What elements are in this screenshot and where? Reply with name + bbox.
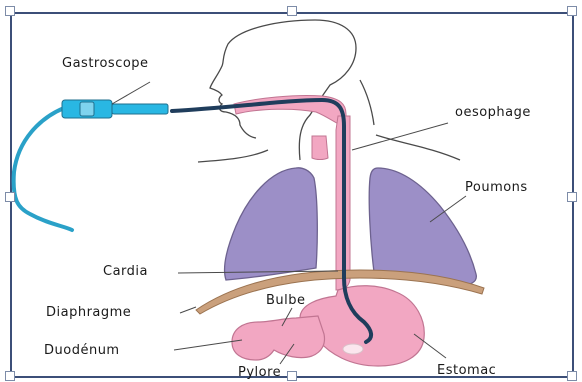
label-bulbe: Bulbe: [266, 294, 306, 307]
resize-handle-top-right[interactable]: [567, 6, 577, 16]
right-shoulder: [376, 135, 460, 160]
label-estomac: Estomac: [437, 364, 496, 377]
resize-handle-bottom-left[interactable]: [5, 371, 15, 381]
resize-handle-middle-right[interactable]: [567, 192, 577, 202]
trachea: [312, 136, 328, 160]
left-shoulder: [198, 150, 268, 162]
right-lung: [369, 168, 476, 285]
label-duodenum: Duodénum: [44, 344, 120, 357]
gastroscope-connector: [112, 104, 168, 114]
gastroscope-eyepiece-icon: [80, 102, 94, 116]
resize-handle-bottom-center[interactable]: [287, 371, 297, 381]
label-oesophage: oesophage: [455, 106, 531, 119]
head-outline: [210, 20, 356, 160]
label-pylore: Pylore: [238, 366, 281, 379]
label-diaphragme: Diaphragme: [46, 306, 131, 319]
duodenum: [232, 316, 325, 360]
leader-diaphragme: [180, 307, 196, 313]
label-gastroscope: Gastroscope: [62, 57, 149, 70]
gastroscope-cable: [14, 108, 72, 230]
resize-handle-top-left[interactable]: [5, 6, 15, 16]
left-lung: [224, 168, 317, 280]
resize-handle-bottom-right[interactable]: [567, 371, 577, 381]
leader-oesophage: [352, 123, 448, 150]
resize-handle-top-center[interactable]: [287, 6, 297, 16]
label-poumons: Poumons: [465, 181, 528, 194]
leader-gastroscope: [112, 82, 150, 104]
neck-back: [360, 80, 374, 125]
label-cardia: Cardia: [103, 265, 148, 278]
resize-handle-middle-left[interactable]: [5, 192, 15, 202]
stomach-highlight: [343, 344, 363, 354]
